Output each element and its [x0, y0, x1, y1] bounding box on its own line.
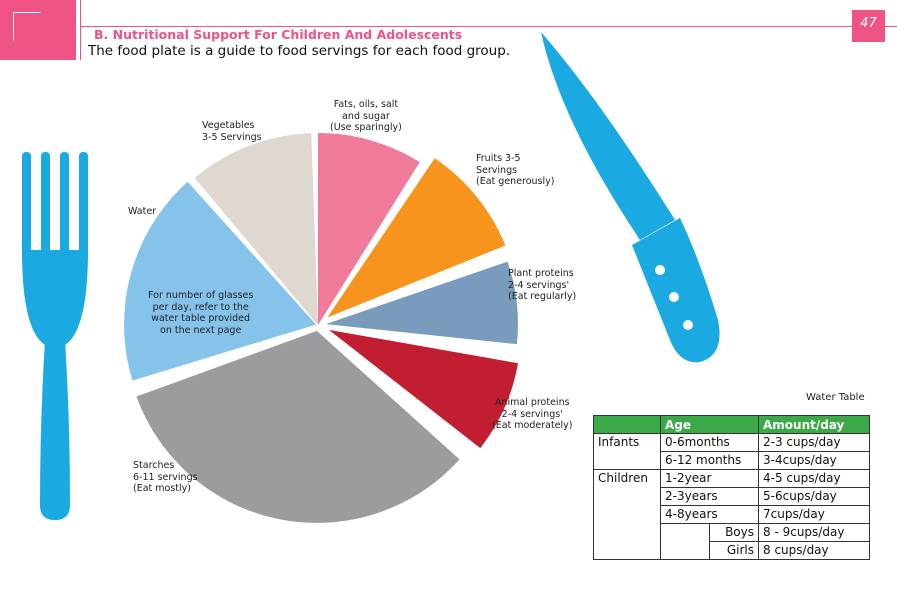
divider — [80, 0, 81, 60]
section-title: B. Nutritional Support For Children And … — [94, 27, 463, 42]
pie-wedge-fruits — [327, 158, 506, 318]
knife-icon — [541, 32, 720, 363]
pie-wedge-starches — [136, 330, 460, 523]
subtitle: The food plate is a guide to food servin… — [88, 43, 511, 59]
pie-wedge-animal — [328, 329, 519, 449]
pie-wedge-plant — [325, 261, 518, 345]
divider — [80, 26, 897, 27]
page-number: 47 — [852, 10, 885, 42]
table-header-row: Age Amount/day — [593, 415, 870, 434]
pie-wedge-water — [124, 181, 317, 381]
label-water: Water — [128, 206, 157, 217]
pie-wedge-fats — [318, 133, 420, 325]
fork-icon — [22, 152, 88, 520]
pie-wedge-vegetables — [194, 133, 318, 325]
water-table-title: Water Table — [806, 392, 865, 403]
corner-decoration — [0, 0, 76, 60]
